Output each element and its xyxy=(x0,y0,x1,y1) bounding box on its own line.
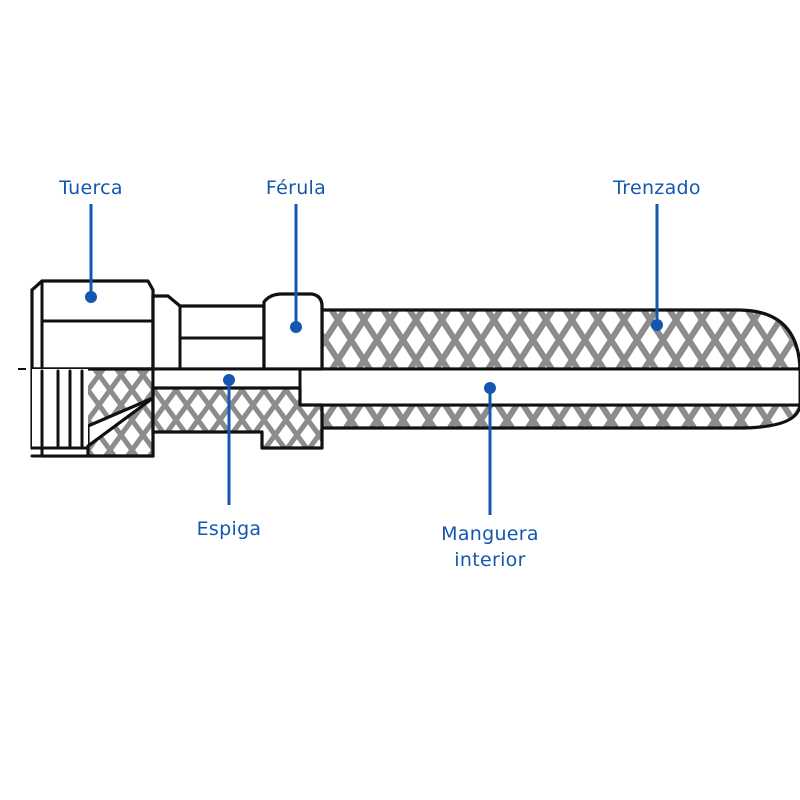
manguera-marker-dot xyxy=(484,382,496,394)
manguera-label-line2: interior xyxy=(454,549,525,571)
tuerca-marker-dot xyxy=(85,291,97,303)
espiga-marker-dot xyxy=(223,374,235,386)
fitting-neck-upper xyxy=(151,294,266,371)
trenzado-marker-dot xyxy=(651,319,663,331)
hose-braid-top xyxy=(320,308,800,371)
inner-hose-channel xyxy=(298,367,800,407)
stem-lower-section xyxy=(151,386,324,450)
nut-wedge xyxy=(86,396,155,458)
nut-thread-bg xyxy=(32,369,88,456)
hose-braid-bottom xyxy=(298,403,800,430)
ferula-label: Férula xyxy=(266,177,326,199)
manguera-label-line1: Manguera xyxy=(441,523,539,545)
espiga-label: Espiga xyxy=(197,518,262,540)
trenzado-label: Trenzado xyxy=(612,177,701,199)
tuerca-label: Tuerca xyxy=(58,177,123,199)
ferula-marker-dot xyxy=(290,321,302,333)
nut-thread-lines xyxy=(40,369,84,456)
